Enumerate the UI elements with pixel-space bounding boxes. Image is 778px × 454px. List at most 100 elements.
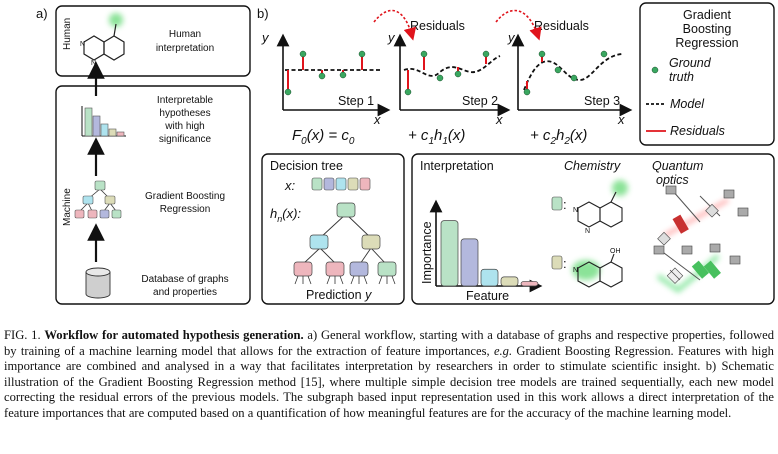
panel-a-label: a) (36, 6, 48, 21)
mini-node-r (104, 195, 116, 205)
figure-graphic: a) Human N N Human interpretation Machin… (36, 2, 775, 305)
legend-title-3: Regression (675, 36, 738, 50)
chemistry-label: Chemistry (564, 159, 621, 173)
step-1-plot (276, 33, 391, 117)
mini-leaf-4 (111, 209, 122, 219)
gbr-line-2: Regression (160, 204, 211, 215)
mini-bar-chart (81, 106, 126, 137)
oh-label: OH (610, 248, 621, 255)
svg-text:N: N (585, 228, 590, 235)
caption-fig-label: FIG. 1. (4, 328, 41, 342)
step-2-label: Step 2 (462, 94, 498, 108)
importance-bar-2 (460, 238, 479, 287)
caption-eg: e.g. (493, 343, 513, 358)
tree-h-label: hn(x): (270, 206, 301, 224)
quantum-setup-2 (653, 243, 741, 294)
machine-box (55, 85, 251, 305)
legend-box (639, 2, 775, 146)
model-line-3 (523, 53, 623, 91)
database-icon (85, 267, 111, 299)
human-tag: Human (62, 18, 73, 50)
mini-leaf-2 (87, 209, 98, 219)
importance-chart (429, 199, 543, 293)
quantum-line-1: Quantum (652, 159, 703, 173)
oh-bond (113, 23, 117, 37)
formula-h2: + c2h2(x) (530, 127, 587, 147)
feature-swatch-2 (551, 255, 563, 270)
model-line-2 (403, 55, 501, 77)
human-box (55, 5, 251, 77)
importance-bar-4 (500, 276, 519, 287)
legend-model: Model (670, 97, 705, 111)
axis-x-3: x (617, 112, 625, 127)
red-arc-arrow-1 (373, 9, 417, 41)
legend-residuals: Residuals (670, 124, 725, 138)
gbr-line-1: Gradient Boosting (145, 191, 225, 202)
molecule-chem-1: N N (573, 180, 628, 235)
hypo-line-3: with high (164, 121, 204, 132)
human-interpretation-line1: Human (169, 29, 201, 40)
feature-vector (311, 177, 371, 191)
importance-bar-5 (520, 281, 539, 287)
axis-y-2: y (387, 30, 396, 45)
legend-title-2: Boosting (683, 22, 732, 36)
legend-title-1: Gradient (683, 8, 731, 22)
mini-leaf-3 (99, 209, 110, 219)
red-arc-arrow-2 (495, 9, 542, 41)
formula-f0: F0(x) = c0 (292, 127, 355, 147)
interp-title: Interpretation (420, 159, 494, 173)
mini-bar-5 (116, 131, 125, 137)
residuals-label-2: Residuals (534, 19, 589, 33)
svg-text:N: N (573, 207, 578, 214)
step-1-label: Step 1 (338, 94, 374, 108)
swatch-colon-2: : (563, 256, 567, 271)
tree-title: Decision tree (270, 159, 343, 173)
tree-leaf-3 (349, 261, 369, 277)
tree-right-node (361, 234, 381, 250)
hypo-line-2: hypotheses (159, 108, 210, 119)
mini-tree (74, 180, 122, 219)
tree-left-node (309, 234, 329, 250)
swatch-colon-1: : (563, 197, 567, 212)
figure-caption: FIG. 1. Workflow for automated hypothesi… (4, 328, 774, 422)
axis-y-1: y (261, 30, 270, 45)
formula-h1: + c1h1(x) (408, 127, 465, 147)
hypo-line-4: significance (159, 134, 212, 145)
molecule-chem-2: OH N (572, 248, 623, 288)
step-2-plot (393, 33, 511, 117)
ring-left (83, 35, 105, 61)
legend-ground-2: truth (669, 70, 694, 84)
interp-panel (411, 153, 775, 305)
tree-panel (261, 153, 405, 305)
mini-leaf-1 (74, 209, 85, 219)
hypo-line-1: Interpretable (157, 95, 214, 106)
feature-xlabel: Feature (466, 289, 509, 303)
n-atom-1: N (80, 41, 85, 48)
svg-text:N: N (573, 267, 578, 274)
step-3-label: Step 3 (584, 94, 620, 108)
db-line-2: and properties (153, 287, 217, 298)
mini-bar-1 (84, 107, 93, 137)
tree-root-node (336, 202, 356, 218)
human-interpretation-line2: interpretation (156, 43, 214, 54)
machine-tag: Machine (62, 188, 73, 226)
caption-part-1: a) General workflow, starting with a dat… (4, 328, 774, 358)
caption-part-2: Gradient Boosting Regression. Features w… (4, 343, 774, 420)
residuals-label-1: Residuals (410, 19, 465, 33)
prediction-label: Prediction y (306, 288, 372, 302)
molecule-human: N N (80, 13, 125, 67)
legend-dot (651, 66, 659, 74)
importance-bar-1 (440, 220, 459, 287)
mini-bar-3 (100, 123, 109, 137)
axis-x-1: x (373, 112, 381, 127)
db-line-1: Database of graphs (141, 274, 228, 285)
mini-bar-4 (108, 128, 117, 137)
decision-tree (293, 202, 397, 285)
n-atom-2: N (91, 60, 96, 67)
tree-leaf-4 (377, 261, 397, 277)
step-3-plot (511, 33, 633, 117)
glow-atom (109, 13, 123, 27)
quantum-setup-1 (657, 185, 749, 246)
tree-x-label: x: (284, 178, 296, 193)
mini-node-l (82, 195, 94, 205)
